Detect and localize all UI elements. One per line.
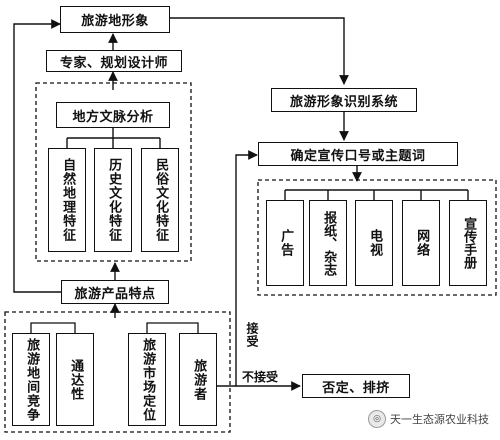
market-position-box: 旅游市场定位 [128, 333, 166, 426]
tourist-box: 旅游者 [179, 333, 217, 426]
accept-line [210, 150, 258, 387]
nature-feature-box: 自然地理特征 [48, 148, 86, 252]
tourism-image-box: 旅游地形象 [60, 6, 170, 33]
feedback-line [13, 19, 61, 293]
left-pair-bracket [30, 322, 76, 333]
media-press-box: 报纸、杂志 [309, 200, 347, 286]
media-ad-box: 广告 [266, 200, 304, 286]
product-feature-box: 旅游产品特点 [61, 280, 169, 304]
slogan-box: 确定宣传口号或主题词 [258, 142, 458, 166]
watermark: ◎ 天一生态源农业科技 [368, 410, 489, 428]
media-brochure-box: 宣传手册 [449, 200, 487, 286]
right-pair-bracket [146, 322, 199, 333]
experts-box: 专家、规划设计师 [46, 50, 182, 72]
watermark-text: 天一生态源农业科技 [390, 413, 489, 426]
image-to-identity-line [170, 17, 349, 85]
accessibility-box: 通达性 [56, 333, 94, 426]
image-identity-system-box: 旅游形象识别系统 [271, 88, 417, 112]
not-accept-label: 不接受 [242, 370, 279, 384]
media-web-box: 网络 [402, 200, 440, 286]
media-tv-box: 电视 [355, 200, 393, 286]
folk-feature-box: 民俗文化特征 [141, 148, 179, 252]
media-group-outline [257, 179, 497, 296]
reject-box: 否定、排挤 [302, 374, 410, 398]
local-context-box: 地方文脉分析 [56, 102, 170, 128]
accept-label: 接受 [245, 322, 259, 348]
competition-box: 旅游地间竞争 [12, 333, 50, 426]
wechat-icon: ◎ [368, 410, 386, 428]
history-feature-box: 历史文化特征 [94, 148, 132, 252]
